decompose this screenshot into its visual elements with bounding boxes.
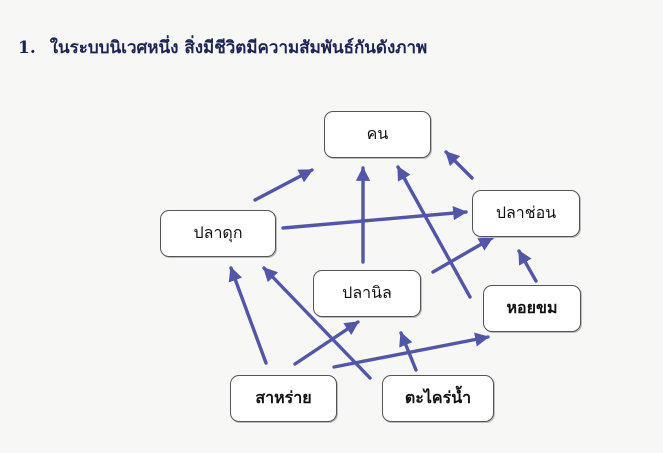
arrow-pladuk-to-kon: [253, 168, 314, 202]
node-hoichom: หอยขม: [483, 285, 581, 332]
arrow-pladuk-to-plachon: [281, 206, 468, 230]
arrow-hoichom-to-kon: [396, 165, 472, 299]
arrow-plachon-to-kon: [444, 150, 474, 180]
node-plachon: ปลาช่อน: [472, 190, 580, 237]
arrow-sarai-to-pladuk: [228, 266, 268, 365]
question-text: ในระบบนิเวศหนึ่ง สิ่งมีชีวิตมีความสัมพัน…: [49, 38, 428, 58]
arrow-planil-to-plachon: [431, 236, 494, 274]
arrow-takhrainam-to-pladuk: [262, 266, 372, 380]
node-pladuk: ปลาดุก: [160, 210, 276, 257]
arrow-takhrainam-to-planil: [399, 331, 418, 372]
node-planil: ปลานิล: [313, 270, 421, 317]
arrow-sarai-to-hoichom: [332, 332, 490, 369]
arrow-hoichom-to-plachon: [517, 249, 538, 283]
node-kon: คน: [324, 111, 431, 158]
node-takhrainam: ตะไคร่น้ำ: [382, 375, 494, 422]
node-sarai: สาหร่าย: [230, 375, 337, 422]
arrow-sarai-to-planil: [293, 320, 360, 366]
question-number: 1.: [18, 38, 36, 58]
page-heading: 1. ในระบบนิเวศหนึ่ง สิ่งมีชีวิตมีความสัมพ…: [18, 34, 427, 61]
